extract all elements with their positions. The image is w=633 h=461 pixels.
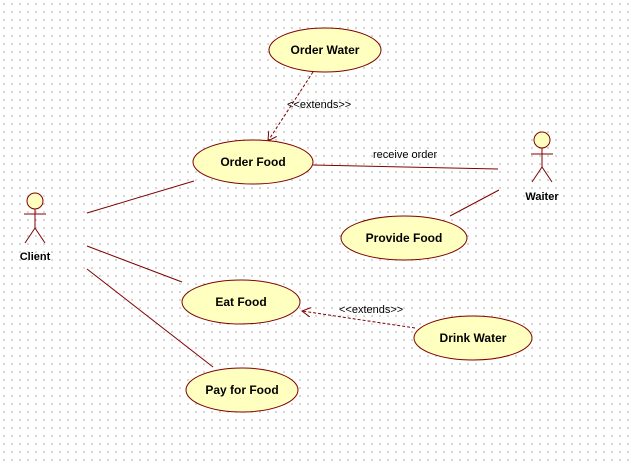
assoc-client-eat-food — [86, 245, 183, 283]
use-case-eat-food[interactable]: Eat Food — [181, 279, 301, 325]
actor-label: Client — [20, 251, 51, 263]
actor-client[interactable]: Client — [20, 192, 51, 263]
assoc-client-order-food — [86, 180, 195, 214]
assoc-order-food-waiter — [312, 164, 499, 170]
use-case-label: Eat Food — [215, 295, 266, 309]
use-case-order-water[interactable]: Order Water — [268, 27, 382, 73]
use-case-label: Provide Food — [366, 231, 443, 245]
actor-waiter[interactable]: Waiter — [525, 131, 559, 203]
extends-label-2: <<extends>> — [339, 304, 403, 316]
actor-stick-figure-icon — [531, 131, 553, 183]
actor-stick-figure-icon — [24, 192, 46, 244]
use-case-pay-for-food[interactable]: Pay for Food — [185, 367, 299, 413]
assoc-waiter-provide-food — [449, 189, 500, 217]
use-case-label: Order Food — [220, 155, 285, 169]
use-case-label: Order Water — [291, 43, 360, 57]
extends-order-water-to-order-food — [268, 71, 314, 141]
extends-drink-water-to-eat-food — [302, 311, 416, 329]
use-case-order-food[interactable]: Order Food — [192, 139, 314, 185]
use-case-provide-food[interactable]: Provide Food — [340, 215, 468, 261]
use-case-drink-water[interactable]: Drink Water — [413, 315, 533, 361]
receive-order-label: receive order — [373, 149, 438, 161]
actor-label: Waiter — [525, 191, 559, 203]
use-case-label: Pay for Food — [205, 383, 278, 397]
use-case-label: Drink Water — [440, 331, 507, 345]
assoc-client-pay-for-food — [86, 268, 214, 368]
extends-label-1: <<extends>> — [287, 99, 351, 111]
